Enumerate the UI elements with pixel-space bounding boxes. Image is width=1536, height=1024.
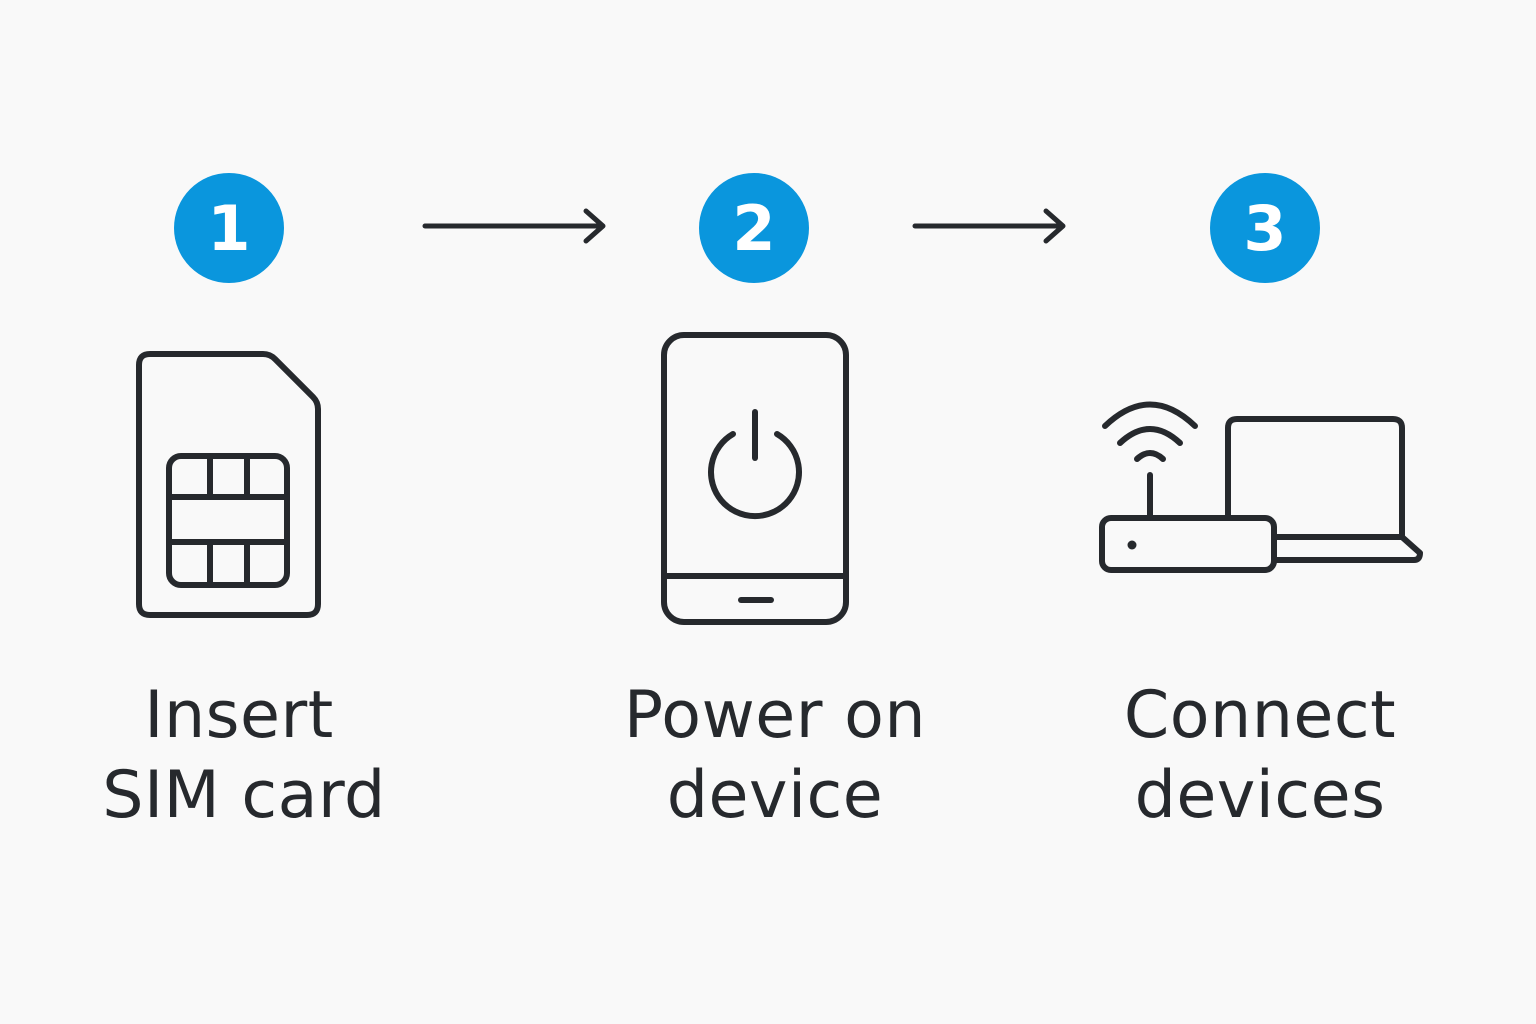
step-1-label: Insert SIM card [44,676,444,836]
step-1-number: 1 [207,192,251,265]
step-1-badge: 1 [174,173,284,283]
step-3-badge: 3 [1210,173,1320,283]
step-2-label: Power on device [575,676,975,836]
step-3-label-line2: devices [1134,758,1386,833]
arrow-right-icon [422,208,606,244]
step-3-label: Connect devices [1060,676,1460,836]
step-2-label-line1: Power on [623,678,927,753]
step-1-label-line2: SIM card [102,758,386,833]
arrow-right-icon [912,208,1066,244]
power-icon [708,409,802,520]
wifi-icon [1102,401,1198,462]
step-2-label-line2: device [666,758,884,833]
step-3-label-line1: Connect [1123,678,1397,753]
router-icon [1099,472,1277,573]
laptop-icon [1225,416,1423,563]
step-3-number: 3 [1243,192,1287,265]
step-2-badge: 2 [699,173,809,283]
step-2-number: 2 [732,192,776,265]
sim-card-icon [136,351,321,618]
router-laptop-icon [1099,401,1423,573]
step-1-label-line1: Insert [144,678,334,753]
phone-power-icon [661,332,849,625]
